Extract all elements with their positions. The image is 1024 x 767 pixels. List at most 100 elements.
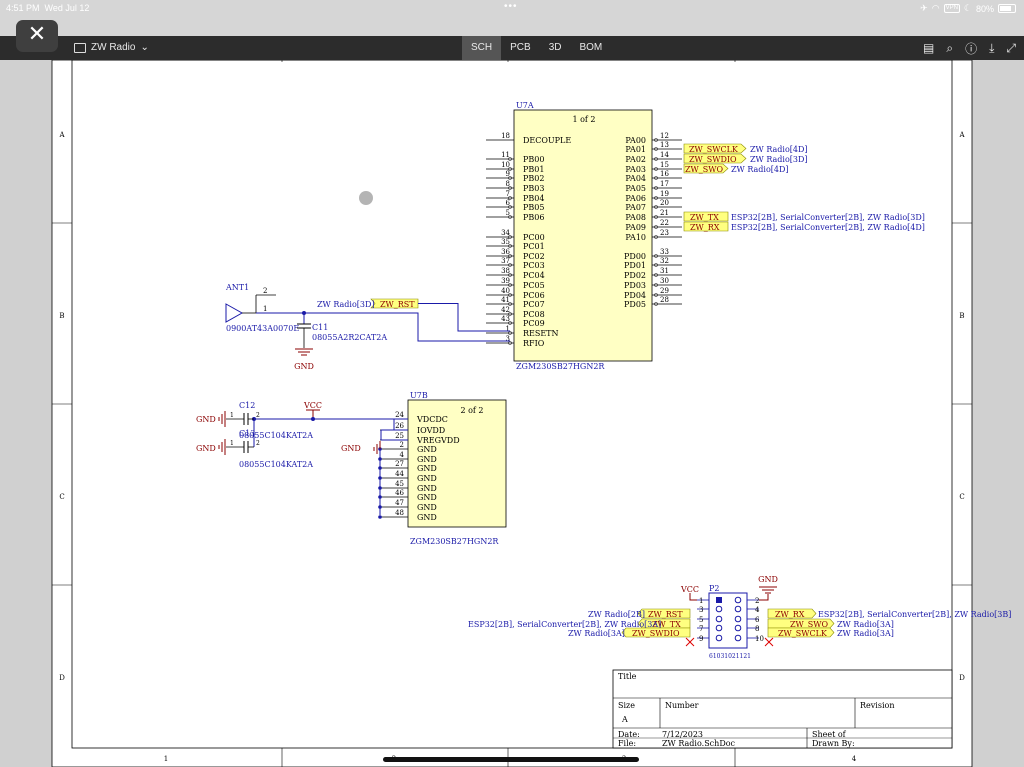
- multitask-dots[interactable]: •••: [504, 1, 518, 12]
- viewer-toolbar: ZW Radio ⌄ SCH PCB 3D BOM ▤ ⌕ ⓘ ⤓ ⤢: [0, 36, 1024, 60]
- row-label-right: C: [959, 493, 964, 501]
- u7b-pin-name: VDCDC: [416, 415, 448, 424]
- file-label: File:: [618, 739, 636, 748]
- u7a-pin-number: 9: [506, 170, 510, 178]
- pin-io-marker: [654, 254, 658, 258]
- cap-pin-num: 1: [230, 412, 234, 419]
- net-label-ref: ESP32[2B], SerialConverter[2B], ZW Radio…: [468, 620, 661, 629]
- antenna-section[interactable]: ANT1 0900AT43A0070E 1 2 C11 08055A2R2CAT…: [225, 283, 510, 371]
- pin-io-marker: [508, 244, 512, 248]
- net-label-flag: [767, 627, 835, 638]
- u7a-pin-name: PB05: [523, 203, 544, 212]
- pin-io-marker: [508, 293, 512, 297]
- p2-body: [708, 592, 748, 649]
- cap-pin-num: 1: [230, 440, 234, 447]
- u7a-pin-name: PD01: [624, 261, 646, 270]
- u7a-pin-name: PA07: [625, 203, 646, 212]
- title-label: Title: [618, 672, 637, 681]
- wifi-icon: ◠: [931, 3, 940, 13]
- tab-sch[interactable]: SCH: [462, 36, 502, 60]
- home-indicator[interactable]: [383, 757, 639, 762]
- net-label-ref: ESP32[2B], SerialConverter[2B], ZW Radio…: [818, 610, 1011, 619]
- u7a-pin-name: PA01: [625, 145, 646, 154]
- net-label-ref: ZW Radio[2B]: [588, 610, 645, 619]
- search-icon[interactable]: ⌕: [946, 40, 954, 55]
- schematic-drawing: 1 2 3 4 1 2 3 4 A B C D A B C D U7A 1 of…: [51, 60, 1011, 767]
- p2-vcc-wire: [689, 593, 697, 601]
- net-label-ref: ESP32[2B], SerialConverter[2B], ZW Radio…: [731, 213, 925, 222]
- u7b-part: 2 of 2: [460, 406, 483, 415]
- vpn-badge: VPN: [943, 4, 960, 13]
- u7b-pin-number: 48: [395, 509, 404, 517]
- schematic-canvas[interactable]: 1 2 3 4 1 2 3 4 A B C D A B C D U7A 1 of…: [0, 60, 1024, 767]
- junction: [311, 417, 315, 421]
- ant-pin-num: 1: [263, 305, 267, 313]
- pin-io-marker: [654, 263, 658, 267]
- u7a-pin-name: PC07: [523, 300, 545, 309]
- battery-percent: 80%: [975, 3, 994, 14]
- u7a-pin-name: RFIO: [523, 339, 545, 348]
- net-label-flag: [767, 618, 835, 629]
- net-label-text: ZW_SWDIO: [689, 155, 737, 164]
- net-label-text: ZW_RX: [690, 223, 720, 232]
- p2-pad: [734, 615, 742, 623]
- u7b-body: [407, 399, 507, 528]
- document-icon: [74, 42, 86, 53]
- power-decoupling[interactable]: VCC C12 08055C104KAT2A 1 2 C13 08055C104…: [196, 401, 408, 515]
- u7a-pin-number: 30: [660, 277, 669, 285]
- p2-pin-number: 2: [755, 597, 759, 605]
- download-icon[interactable]: ⤓: [989, 40, 995, 55]
- u7a-pin-number: 16: [660, 170, 669, 178]
- ant-value: 0900AT43A0070E: [226, 324, 299, 333]
- info-icon[interactable]: ⓘ: [965, 41, 978, 56]
- status-bar: 4:51 PM Wed Jul 12 ••• ✈ ◠ VPN ☾ 80%: [0, 0, 1024, 18]
- u7a-pin-number: 38: [501, 267, 510, 275]
- ant-ref: ANT1: [225, 283, 249, 292]
- sheet-paper: [52, 60, 972, 767]
- u7a-pin-number: 1: [506, 325, 510, 333]
- u7b-pin-name: GND: [417, 484, 437, 493]
- pin-io-marker: [654, 147, 658, 151]
- u7a-pin-number: 12: [660, 132, 669, 140]
- u7a-pin-number: 42: [501, 306, 510, 314]
- u7b-pin-number: 46: [395, 489, 404, 497]
- tab-bom[interactable]: BOM: [579, 42, 603, 53]
- u7a-pin-name: PA00: [625, 136, 646, 145]
- u7a-pin-name: PA05: [625, 184, 646, 193]
- net-label-flag: [683, 211, 729, 222]
- u7a-pin-number: 23: [660, 229, 669, 237]
- expand-icon[interactable]: ⤢: [1006, 40, 1016, 55]
- pin-io-marker: [654, 196, 658, 200]
- p2-pin-number: 6: [755, 616, 760, 624]
- u7a-pin-name: PC02: [523, 252, 545, 261]
- net-label-text: ZW_TX: [652, 620, 681, 629]
- u7a-pin-name: PB04: [523, 194, 544, 203]
- title-block: Title Size A Number Revision Date: 7/12/…: [612, 669, 953, 749]
- u7a-pin-name: PA06: [625, 194, 646, 203]
- p2-pad: [715, 605, 723, 613]
- u7a-pin-name: PC05: [523, 281, 545, 290]
- u7a-pin-name: RESETN: [523, 329, 559, 338]
- comment-icon[interactable]: ▤: [922, 41, 935, 55]
- date-value: 7/12/2023: [662, 730, 703, 739]
- zone-dividers: [52, 60, 972, 767]
- rfio-wire: [256, 312, 510, 342]
- u7a-pin-number: 35: [501, 238, 510, 246]
- pin-io-marker: [508, 157, 512, 161]
- p2-pad: [734, 596, 742, 604]
- u7a-pin-name: PA02: [625, 155, 646, 164]
- u7a-pin-name: PC08: [523, 310, 545, 319]
- close-button[interactable]: ✕: [16, 20, 58, 52]
- document-menu[interactable]: ZW Radio ⌄: [74, 42, 149, 53]
- tab-pcb[interactable]: PCB: [510, 42, 531, 53]
- pin-io-marker: [654, 138, 658, 142]
- sheet-label: Sheet of: [812, 730, 847, 739]
- pin-io-marker: [654, 293, 658, 297]
- net-label-text: ZW_SWO: [790, 620, 828, 629]
- tab-3d[interactable]: 3D: [548, 42, 562, 53]
- u7a-pin-name: PC06: [523, 291, 545, 300]
